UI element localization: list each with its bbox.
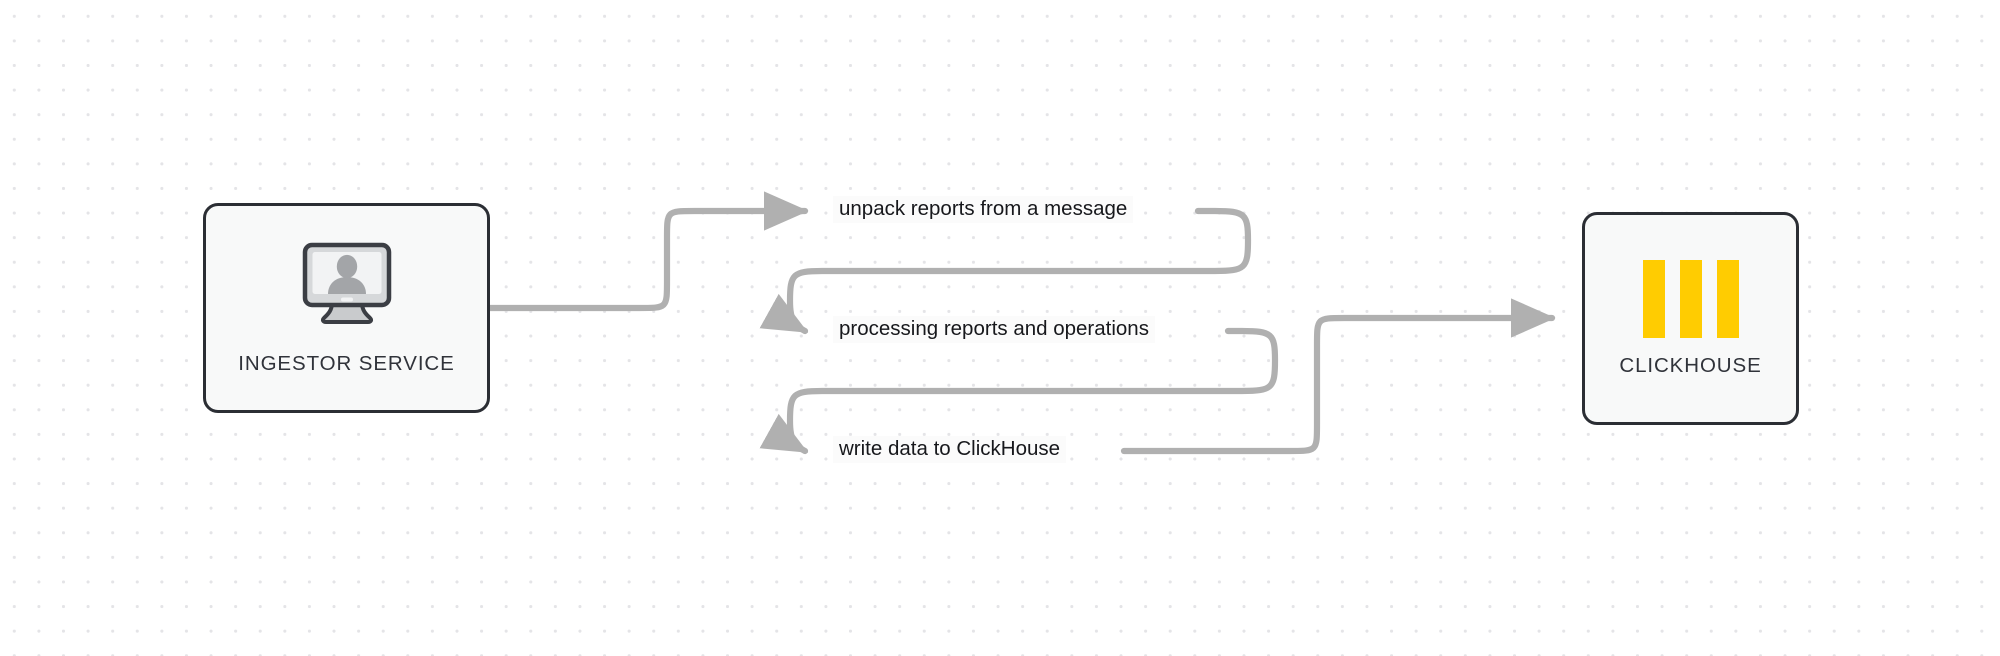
clickhouse-bar-3 (1716, 259, 1739, 338)
edge-step-2-to-step-3 (759, 327, 1279, 455)
clickhouse-bars-icon (1642, 259, 1739, 338)
node-ingestor-service-label: INGESTOR SERVICE (238, 351, 455, 375)
node-clickhouse[interactable]: CLICKHOUSE (1582, 212, 1799, 425)
edge-label-step-1: unpack reports from a message (833, 196, 1134, 223)
monitor-user-icon (299, 241, 395, 332)
clickhouse-bar-2 (1679, 259, 1702, 338)
edge-ingestor-to-step-1 (486, 191, 809, 312)
node-ingestor-service[interactable]: INGESTOR SERVICE (203, 203, 490, 413)
clickhouse-bar-1 (1642, 259, 1665, 338)
edge-step-1-to-step-2 (759, 207, 1252, 335)
edge-step-3-to-clickhouse (1120, 298, 1556, 455)
node-clickhouse-label: CLICKHOUSE (1619, 353, 1762, 377)
edge-label-step-3: write data to ClickHouse (833, 436, 1067, 463)
edge-label-step-2: processing reports and operations (833, 316, 1155, 343)
